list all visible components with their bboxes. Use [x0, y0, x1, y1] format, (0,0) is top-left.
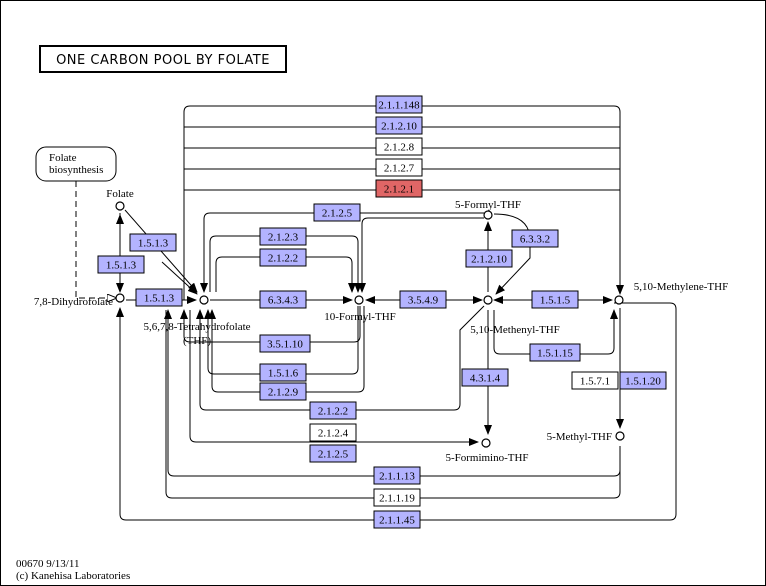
- compound-label-5-10-methenyl-thf: 5,10-Methenyl-THF: [470, 324, 560, 336]
- compound-label-5-methyl-thf: 5-Methyl-THF: [547, 431, 612, 443]
- enzyme-box-6-3-4-3[interactable]: 6.3.4.3: [259, 290, 307, 309]
- compound-label-10-formyl-thf: 10-Formyl-THF: [324, 311, 396, 323]
- enzyme-label: 1.5.1.3: [144, 293, 175, 305]
- enzyme-box-4-3-1-4[interactable]: 4.3.1.4: [461, 368, 509, 387]
- enzyme-label: 3.5.1.10: [267, 339, 303, 351]
- enzyme-label: 1.5.1.6: [268, 368, 299, 380]
- enzyme-label: 1.5.7.1: [580, 376, 610, 388]
- enzyme-label: 4.3.1.4: [470, 373, 501, 385]
- enzyme-label: 1.5.1.5: [540, 295, 571, 307]
- enzyme-box-6-3-3-2[interactable]: 6.3.3.2: [511, 229, 559, 248]
- compound-node-10-formyl-thf[interactable]: [354, 295, 364, 305]
- enzyme-label: 2.1.2.5: [318, 449, 349, 461]
- map-title-box: ONE CARBON POOL BY FOLATE: [39, 45, 287, 73]
- compound-node-dhf[interactable]: [115, 293, 125, 303]
- compound-label-thf-abbr: (THF): [183, 335, 211, 347]
- enzyme-box-1-5-1-6[interactable]: 1.5.1.6: [259, 363, 307, 382]
- enzyme-box-2-1-2-2[interactable]: 2.1.2.2: [309, 401, 357, 420]
- compound-node-thf[interactable]: [199, 295, 209, 305]
- enzyme-box-1-5-7-1[interactable]: 1.5.7.1: [571, 371, 619, 390]
- enzyme-box-2-1-2-4[interactable]: 2.1.2.4: [309, 423, 357, 442]
- enzyme-box-2-1-2-9[interactable]: 2.1.2.9: [259, 382, 307, 401]
- enzyme-box-2-1-1-45[interactable]: 2.1.1.45: [373, 510, 421, 529]
- compound-node-5-methyl-thf[interactable]: [615, 431, 625, 441]
- enzyme-box-1-5-1-15[interactable]: 1.5.1.15: [529, 343, 581, 362]
- enzyme-box-1-5-1-3[interactable]: 1.5.1.3: [97, 255, 145, 274]
- enzyme-box-2-1-2-2[interactable]: 2.1.2.2: [259, 248, 307, 267]
- compound-node-5-formyl-thf[interactable]: [483, 210, 493, 220]
- enzyme-label: 2.1.2.1: [384, 184, 414, 196]
- compound-label-thf: 5,6,7,8-Tetrahydrofolate: [143, 321, 250, 333]
- enzyme-box-2-1-2-8[interactable]: 2.1.2.8: [375, 137, 423, 156]
- enzyme-box-2-1-1-13[interactable]: 2.1.1.13: [373, 466, 421, 485]
- compound-label-5-formimino-thf: 5-Formimino-THF: [445, 452, 528, 464]
- enzyme-label: 2.1.2.10: [381, 121, 417, 133]
- enzyme-box-2-1-2-1[interactable]: 2.1.2.1: [375, 179, 423, 198]
- enzyme-box-2-1-1-19[interactable]: 2.1.1.19: [373, 488, 421, 507]
- enzyme-label: 2.1.2.7: [384, 163, 415, 175]
- map-link-label-line2: biosynthesis: [49, 164, 103, 176]
- compound-node-5-10-methylene-thf[interactable]: [614, 295, 624, 305]
- enzyme-label: 1.5.1.3: [138, 238, 169, 250]
- compound-node-5-10-methenyl-thf[interactable]: [483, 295, 493, 305]
- enzyme-label: 3.5.4.9: [408, 295, 439, 307]
- enzyme-label: 6.3.4.3: [268, 295, 299, 307]
- link-folate-biosynthesis-to-dhf: [75, 181, 116, 298]
- enzyme-box-2-1-2-10[interactable]: 2.1.2.10: [375, 116, 423, 135]
- footer-map-id: 00670 9/13/11: [16, 558, 79, 570]
- compound-node-5-formimino-thf[interactable]: [481, 438, 491, 448]
- enzyme-label: 2.1.2.9: [268, 387, 299, 399]
- enzyme-box-2-1-2-5[interactable]: 2.1.2.5: [313, 203, 361, 222]
- enzyme-label: 2.1.2.2: [318, 406, 348, 418]
- compound-label-5-formyl-thf: 5-Formyl-THF: [455, 199, 521, 211]
- enzyme-box-3-5-4-9[interactable]: 3.5.4.9: [399, 290, 447, 309]
- enzyme-box-2-1-2-7[interactable]: 2.1.2.7: [375, 158, 423, 177]
- enzyme-box-3-5-1-10[interactable]: 3.5.1.10: [259, 334, 311, 353]
- enzyme-label: 2.1.2.10: [471, 254, 507, 266]
- footer-copyright: (c) Kanehisa Laboratories: [16, 570, 130, 582]
- enzyme-label: 1.5.1.3: [106, 260, 137, 272]
- compound-label-folate: Folate: [106, 188, 134, 200]
- enzyme-box-1-5-1-5[interactable]: 1.5.1.5: [531, 290, 579, 309]
- enzyme-box-1-5-1-20[interactable]: 1.5.1.20: [619, 371, 667, 390]
- enzyme-label: 2.1.1.19: [379, 493, 415, 505]
- compound-label-dhf: 7,8-Dihydrofolate: [34, 296, 113, 308]
- enzyme-box-1-5-1-3[interactable]: 1.5.1.3: [129, 233, 177, 252]
- enzyme-label: 2.1.2.4: [318, 428, 349, 440]
- map-title: ONE CARBON POOL BY FOLATE: [56, 53, 270, 68]
- enzyme-label: 2.1.2.8: [384, 142, 415, 154]
- enzyme-label: 1.5.1.15: [537, 348, 573, 360]
- compounds: Folate 7,8-Dihydrofolate 5,6,7,8-Tetrahy…: [34, 188, 728, 464]
- enzyme-box-1-5-1-3[interactable]: 1.5.1.3: [135, 288, 183, 307]
- enzyme-label: 2.1.1.13: [379, 471, 415, 483]
- enzyme-box-2-1-2-3[interactable]: 2.1.2.3: [259, 227, 307, 246]
- enzyme-label: 2.1.2.2: [268, 253, 298, 265]
- enzyme-label: 2.1.1.148: [378, 100, 420, 112]
- enzyme-label: 2.1.2.5: [322, 208, 353, 220]
- enzyme-label: 2.1.2.3: [268, 232, 299, 244]
- enzyme-label: 6.3.3.2: [520, 234, 550, 246]
- enzymes: 2.1.1.148 2.1.2.10 2.1.2.8 2.1.2.7 2.1.2.1 2.…: [97, 95, 667, 529]
- map-link-label-line1: Folate: [49, 152, 77, 164]
- enzyme-label: 1.5.1.20: [625, 376, 661, 388]
- enzyme-box-2-1-1-148[interactable]: 2.1.1.148: [375, 95, 423, 114]
- compound-label-5-10-methylene-thf: 5,10-Methylene-THF: [634, 281, 728, 293]
- enzyme-box-2-1-2-5[interactable]: 2.1.2.5: [309, 444, 357, 463]
- compound-node-folate[interactable]: [115, 201, 125, 211]
- map-link-folate-biosynthesis[interactable]: Folate biosynthesis: [35, 146, 117, 182]
- enzyme-label: 2.1.1.45: [379, 515, 415, 527]
- enzyme-box-2-1-2-10[interactable]: 2.1.2.10: [465, 249, 513, 268]
